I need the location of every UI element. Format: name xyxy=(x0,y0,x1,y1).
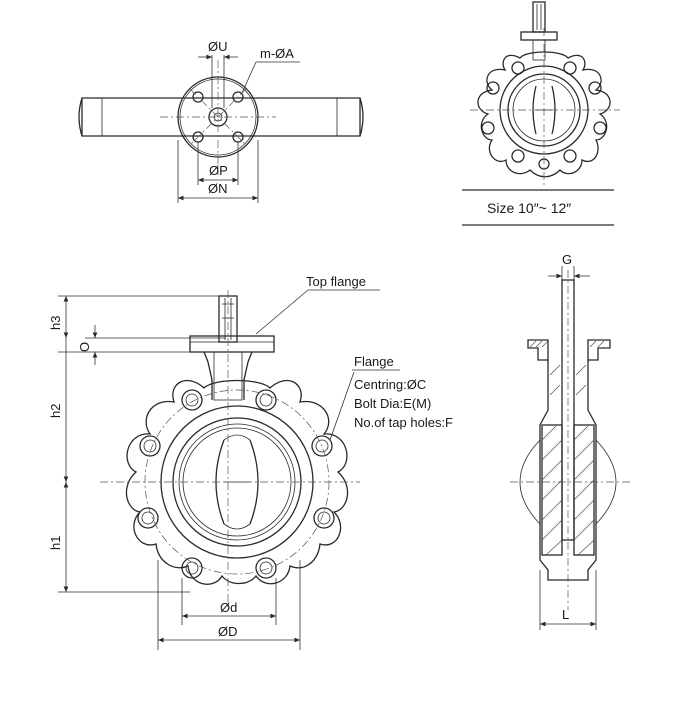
label-top-flange: Top flange xyxy=(306,274,366,289)
label-d-large: ØD xyxy=(218,624,238,639)
label-d-small: Ød xyxy=(220,600,237,615)
label-u: ØU xyxy=(208,39,228,54)
label-bolt-dia: Bolt Dia:E(M) xyxy=(354,396,431,411)
label-h3: h3 xyxy=(48,316,63,330)
label-h1: h1 xyxy=(48,536,63,550)
label-centring: Centring:ØC xyxy=(354,377,426,392)
label-flange: Flange xyxy=(354,354,394,369)
label-n: ØN xyxy=(208,181,228,196)
label-p: ØP xyxy=(209,163,228,178)
side-view: G xyxy=(510,252,630,630)
front-view: Top flange Flange Centring:ØC Bolt Dia:E… xyxy=(48,274,453,650)
label-h2: h2 xyxy=(48,404,63,418)
small-size-view: Size 10″~ 12″ xyxy=(462,1,620,226)
label-tap-holes: No.of tap holes:F xyxy=(354,415,453,430)
label-o: O xyxy=(77,342,92,352)
label-g: G xyxy=(562,252,572,267)
label-holes: m-ØA xyxy=(260,46,294,61)
size-caption: Size 10″~ 12″ xyxy=(487,200,571,216)
label-l: L xyxy=(562,607,569,622)
top-view: ØU m-ØA ØP ØN xyxy=(78,39,364,203)
